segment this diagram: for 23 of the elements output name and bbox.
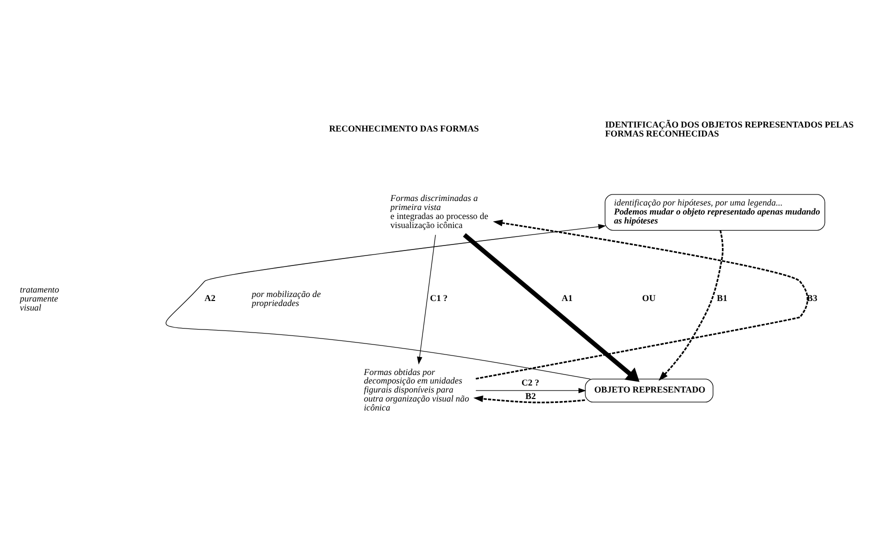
arrow [476, 220, 808, 380]
arrow [166, 224, 606, 380]
edge-label: B2 [525, 391, 536, 402]
label: por mobilização de propriedades [252, 288, 321, 308]
edge-label: B1 [716, 292, 728, 303]
arrow [473, 395, 586, 404]
edge-label: B3 [806, 292, 818, 303]
edge-label: A1 [562, 292, 573, 303]
node-box: OBJETO REPRESENTADO [584, 378, 714, 402]
edge-label: A2 [204, 292, 216, 303]
node-text: Formas obtidas por decomposição em unidades figurais disponíveis para outra organização visual não icônica [364, 366, 470, 413]
node-box: identificação por hipóteses, por uma legenda... Podemos mudar o objeto representado apenas mudando as hipóteses [604, 194, 826, 231]
label: RECONHECIMENTO DAS FORMAS [329, 124, 479, 134]
arrow [658, 230, 724, 381]
arrow [416, 234, 436, 364]
label: tratamento puramente visual [20, 284, 60, 312]
arrow [462, 233, 640, 382]
label: IDENTIFICAÇÃO DOS OBJETOS REPRESENTADOS PELAS FORMAS RECONHECIDAS [605, 120, 854, 138]
edge-label: C2 ? [522, 378, 540, 388]
arrow [476, 388, 586, 394]
edge-label: C1 ? [430, 292, 448, 303]
node-text: Formas discriminadas a primeira vista e integradas ao processo de visualização icônica [390, 193, 488, 230]
label: OU [642, 292, 656, 303]
